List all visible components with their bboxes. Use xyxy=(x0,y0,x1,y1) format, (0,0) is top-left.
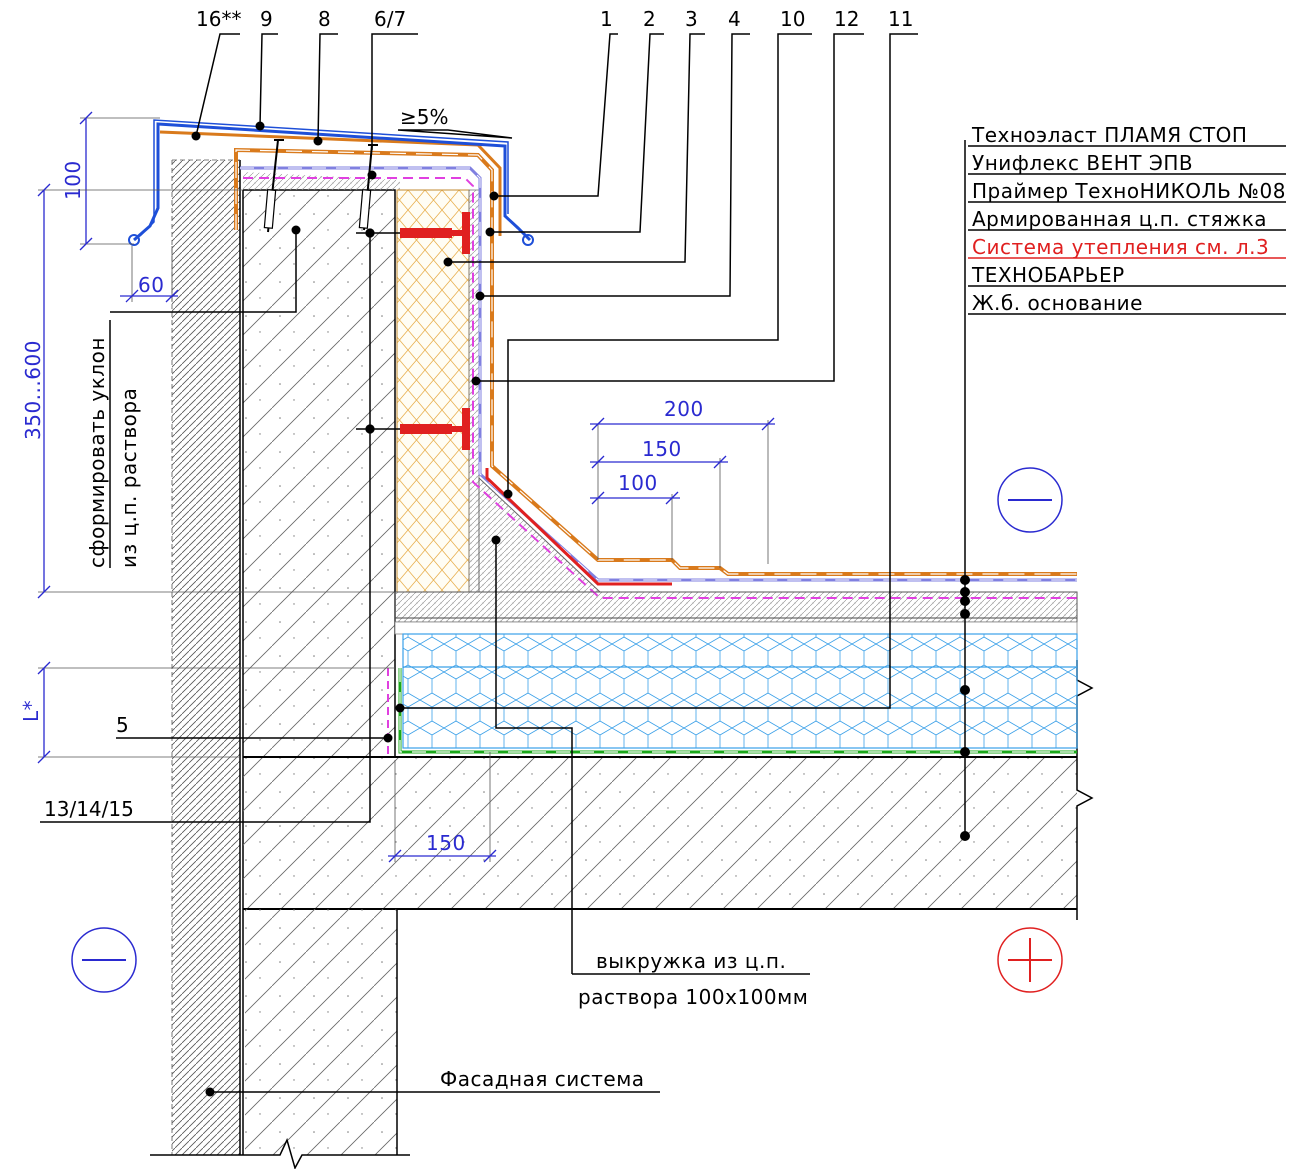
dimensions: 100 60 350...600 200 150 100 xyxy=(19,111,775,863)
dim-200: 200 xyxy=(664,397,704,421)
zone-symbols xyxy=(71,467,1063,993)
structure xyxy=(150,159,1094,1169)
callout-1: 1 xyxy=(600,7,613,31)
callout-9: 9 xyxy=(260,7,273,31)
layer-label-2: Унифлекс ВЕНТ ЭПВ xyxy=(972,151,1193,175)
callout-16: 16** xyxy=(196,7,241,31)
insulation-boards xyxy=(402,633,1078,749)
label-5: 5 xyxy=(116,713,129,737)
dim-100: 100 xyxy=(618,471,658,495)
parapet-wall xyxy=(243,190,395,757)
dim-150-bottom: 150 xyxy=(426,831,466,855)
mortar-fillet xyxy=(478,476,602,593)
callout-10: 10 xyxy=(780,7,805,31)
callout-11: 11 xyxy=(888,7,913,31)
layer-label-7: Ж.б. основание xyxy=(972,291,1143,315)
note-slope-mortar-1: сформировать уклон xyxy=(85,337,109,568)
primer-layer xyxy=(243,177,1077,599)
metal-capping xyxy=(133,122,532,242)
layer-label-6: ТЕХНОБАРЬЕР xyxy=(971,263,1125,287)
callout-6-7: 6/7 xyxy=(374,7,406,31)
note-fillet-1: выкружка из ц.п. xyxy=(596,949,786,973)
callout-8: 8 xyxy=(318,7,331,31)
note-fillet-2: раствора 100х100мм xyxy=(578,985,808,1009)
layer-list: Техноэласт ПЛАМЯ СТОП Унифлекс ВЕНТ ЭПВ Пр… xyxy=(960,123,1286,841)
dim-L: L* xyxy=(19,700,43,722)
label-13-14-15: 13/14/15 xyxy=(44,797,134,821)
lower-wall xyxy=(245,909,397,1155)
callout-3: 3 xyxy=(685,7,698,31)
zone-plus xyxy=(997,927,1063,993)
facade-system-layer xyxy=(172,160,240,1155)
slope-mortar xyxy=(243,172,400,190)
layer-label-4: Армированная ц.п. стяжка xyxy=(972,207,1267,231)
note-slope-mortar-2: из ц.п. раствора xyxy=(117,388,141,568)
layer-label-1: Техноэласт ПЛАМЯ СТОП xyxy=(971,123,1247,147)
dim-60: 60 xyxy=(138,273,164,297)
roof-slab xyxy=(243,757,1077,909)
dim-100-top: 100 xyxy=(61,160,85,200)
notes: сформировать уклон из ц.п. раствора выкр… xyxy=(40,225,810,1097)
callout-2: 2 xyxy=(643,7,656,31)
roof-build-up xyxy=(387,591,1078,757)
callout-12: 12 xyxy=(834,7,859,31)
zone-minus-right xyxy=(997,467,1063,533)
callout-4: 4 xyxy=(728,7,741,31)
layer-label-5: Система утепления см. л.3 xyxy=(972,235,1269,259)
top-callouts: 16** 9 8 6/7 1 2 3 4 10 12 11 ≥5% xyxy=(191,7,918,713)
slope-label: ≥5% xyxy=(400,105,449,129)
dim-350-600: 350...600 xyxy=(21,340,45,440)
layer-label-3: Праймер ТехноНИКОЛЬ №08 xyxy=(972,179,1286,203)
note-facade: Фасадная система xyxy=(440,1067,645,1091)
zone-minus-left xyxy=(71,927,137,993)
dim-150: 150 xyxy=(642,437,682,461)
